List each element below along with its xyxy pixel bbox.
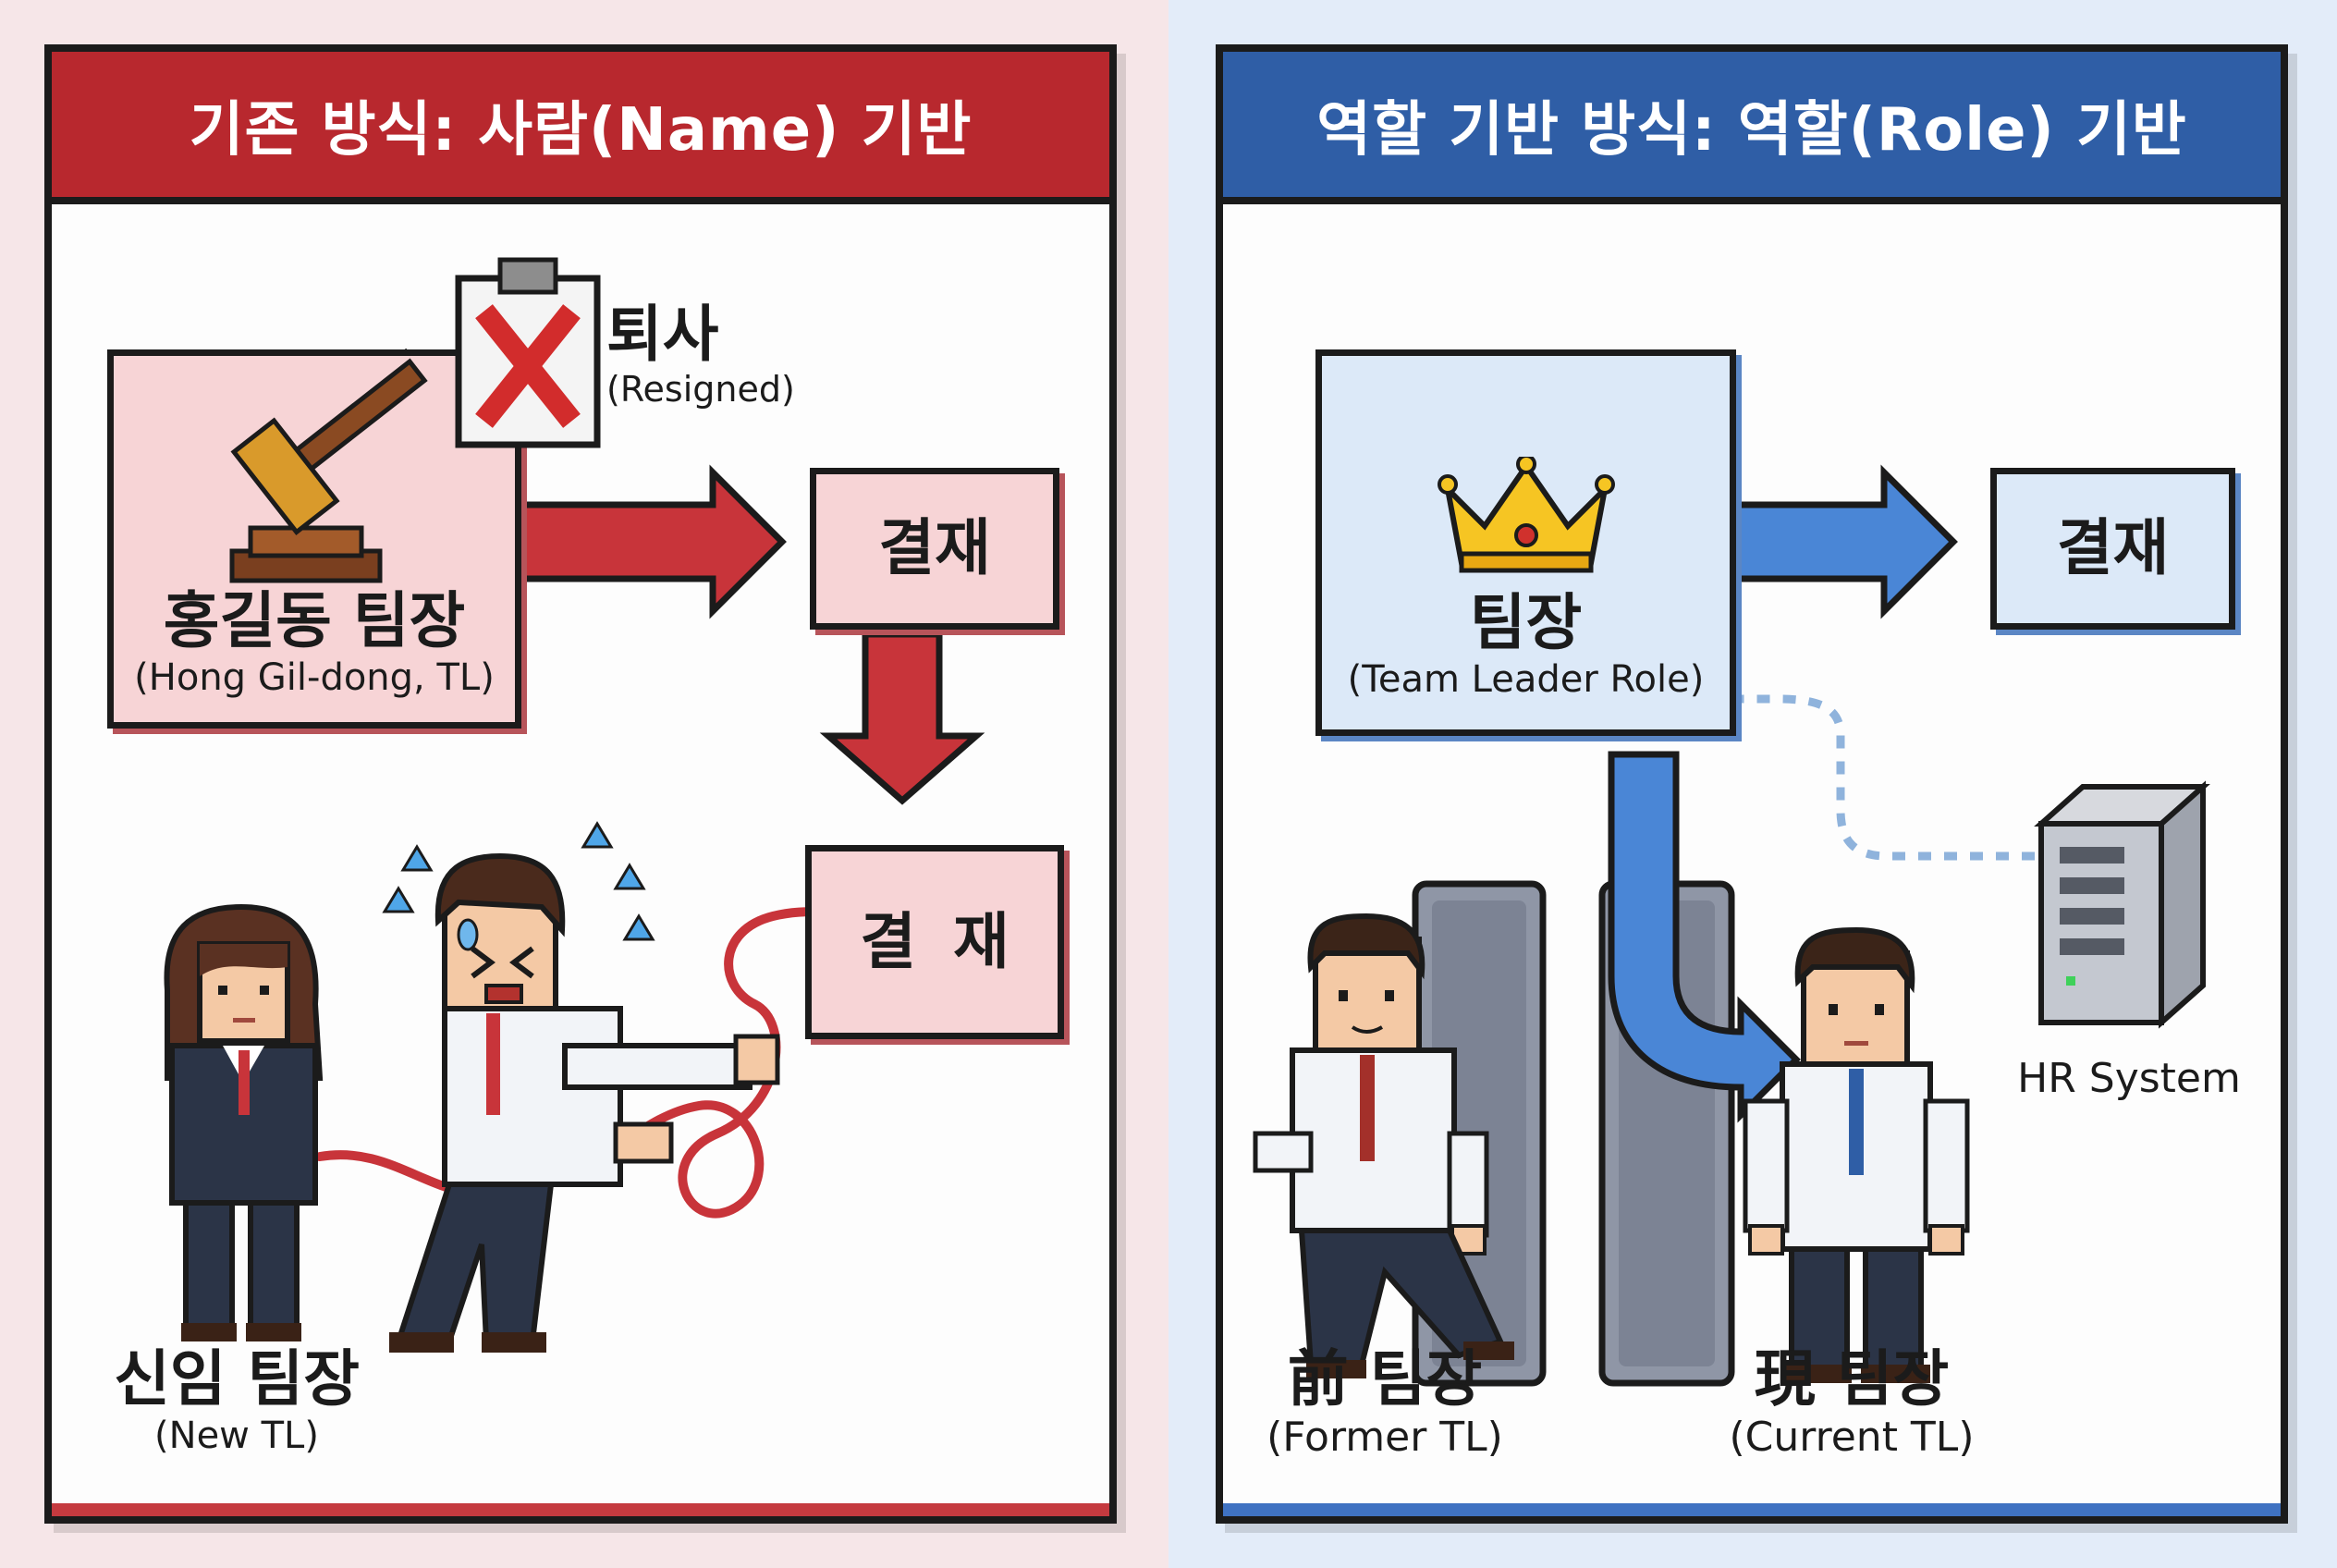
broken-approval-left: 결 [860,905,916,977]
broken-approval-box: 결 재 [805,845,1064,1039]
hr-link-dotted [1741,694,2035,861]
person-box-subtitle: (Hong Gil-dong, TL) [134,656,495,699]
name-based-panel: 기존 방식: 사람(Name) 기반 [44,44,1117,1524]
role-based-panel: 역할 기반 방식: 역할(Role) 기반 [1216,44,2288,1524]
current-leader-label: 現 팀장 (Current TL) [1685,1343,2018,1462]
current-leader-title: 現 팀장 [1754,1343,1950,1415]
broken-approval-right: 재 [953,905,1009,977]
resigned-subtitle: (Resigned) [606,368,795,410]
arrow-down-red [819,631,985,805]
resigned-title: 퇴사 [606,299,719,370]
name-based-illustration [164,257,985,1353]
role-based-panel-title: 역할 기반 방식: 역할(Role) 기반 [1223,52,2281,204]
name-based-panel-bottom-bar [52,1503,1109,1516]
arrow-role-to-current [1608,751,1801,1123]
frantic-man-figure [389,852,780,1353]
person-box-title: 홍길동 팀장 [163,585,466,657]
former-leader-subtitle: (Former TL) [1266,1413,1503,1461]
new-leader-subtitle: (New TL) [154,1414,319,1457]
approval-box: 결재 [810,468,1059,630]
role-box: 팀장 (Team Leader Role) [1315,349,1736,736]
former-leader-label: 前 팀장 (Former TL) [1242,1343,1528,1462]
approval-box-right-label: 결재 [2056,512,2170,584]
arrow-right-blue [1714,464,1958,619]
role-box-subtitle: (Team Leader Role) [1347,658,1705,701]
name-based-panel-title: 기존 방식: 사람(Name) 기반 [52,52,1109,204]
role-based-panel-bottom-bar [1223,1503,2281,1516]
approval-box-right: 결재 [1990,468,2235,630]
hr-system-label: HR System [2017,1055,2241,1102]
approval-box-label: 결재 [878,512,991,584]
resigned-label: 퇴사 (Resigned) [606,299,847,410]
current-leader-figure [1743,926,1970,1383]
arrow-right-red [510,464,787,619]
person-box: 홍길동 팀장 (Hong Gil-dong, TL) [107,349,521,729]
sweat-drops-icon [382,821,655,941]
server-icon [2034,780,2210,1029]
crown-icon [1437,457,1615,573]
new-leader-title: 신임 팀장 [114,1343,360,1415]
role-based-illustration [1253,464,2210,1387]
new-leader-figure [164,903,324,1341]
role-box-title: 팀장 [1469,587,1583,659]
former-leader-figure [1253,913,1514,1378]
former-leader-title: 前 팀장 [1287,1343,1483,1415]
current-leader-subtitle: (Current TL) [1729,1413,1975,1461]
new-leader-label: 신임 팀장 (New TL) [89,1343,385,1458]
